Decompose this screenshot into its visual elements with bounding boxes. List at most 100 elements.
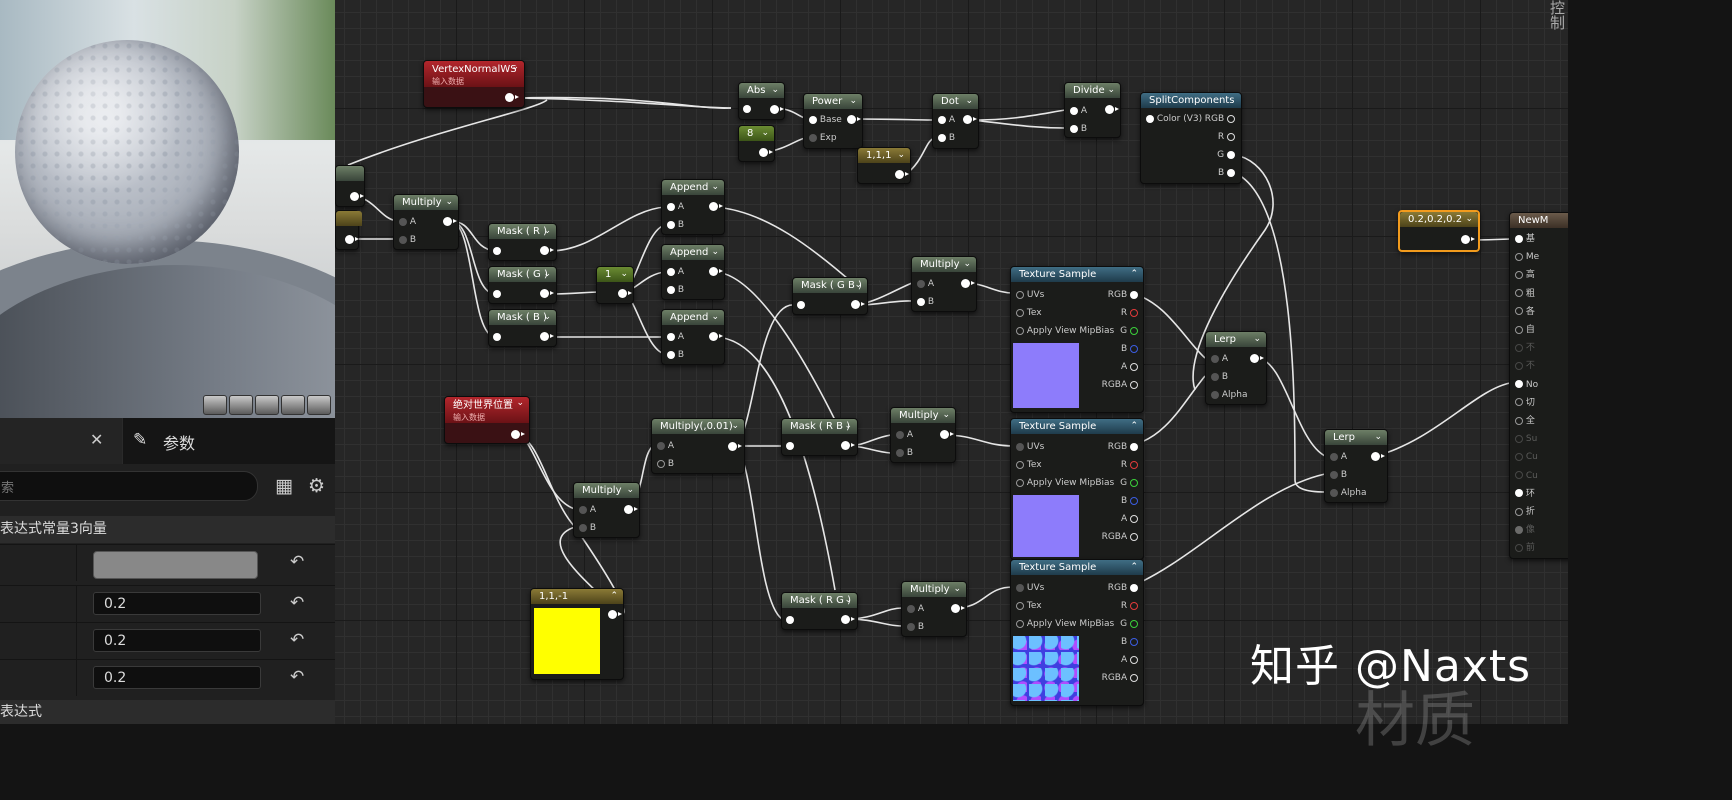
input-pin-base[interactable]: Base [809, 114, 842, 126]
chevron-down-icon[interactable]: ⌄ [543, 226, 551, 236]
node-mask-r[interactable]: Mask ( R )⌄ [488, 223, 557, 261]
node-constant-gray[interactable]: 0.2,0.2,0.2⌄ [1398, 210, 1480, 252]
material-input-pin[interactable]: 切 [1515, 397, 1535, 409]
output-pin[interactable] [618, 289, 632, 298]
output-pin-b[interactable]: B [1121, 343, 1138, 355]
node-multiply-2[interactable]: Multiply⌄ A B [911, 256, 977, 312]
input-pin-a[interactable]: A [917, 278, 934, 290]
output-pin-rgb[interactable]: RGB [1108, 289, 1138, 301]
node-texture-sample-1[interactable]: Texture Sample⌃ UVs Tex Apply View MipBi… [1010, 266, 1144, 413]
mesh-shape-button[interactable] [307, 395, 331, 415]
node-partial-1[interactable] [335, 165, 365, 207]
material-input-pin[interactable]: 自 [1515, 324, 1535, 336]
chevron-down-icon[interactable]: ⌄ [511, 62, 519, 72]
input-pin-uvs[interactable]: UVs [1016, 289, 1044, 301]
chevron-down-icon[interactable]: ⌄ [1374, 432, 1382, 442]
node-append-3[interactable]: Append⌄ A B [661, 309, 725, 365]
input-pin-a[interactable]: A [399, 216, 416, 228]
output-pin-r[interactable]: R [1121, 307, 1138, 319]
chevron-up-icon[interactable]: ⌃ [1130, 421, 1138, 431]
node-divide[interactable]: Divide⌄ A B [1064, 82, 1121, 138]
input-pin-tex[interactable]: Tex [1016, 600, 1042, 612]
input-pin[interactable] [797, 299, 805, 311]
output-pin[interactable] [841, 615, 855, 624]
output-pin-g[interactable]: G [1120, 477, 1138, 489]
chevron-down-icon[interactable]: ⌄ [963, 259, 971, 269]
chevron-down-icon[interactable]: ⌄ [711, 312, 719, 322]
input-pin[interactable] [786, 440, 794, 452]
chevron-down-icon[interactable]: ⌄ [543, 312, 551, 322]
output-pin[interactable] [540, 332, 554, 341]
input-pin-a[interactable]: A [667, 201, 684, 213]
chevron-down-icon[interactable]: ⌄ [445, 197, 453, 207]
output-pin-rgb[interactable]: RGB [1205, 113, 1235, 125]
material-input-pin[interactable]: 不 [1515, 342, 1535, 354]
gear-icon[interactable]: ⚙ [308, 475, 326, 497]
value-field-r[interactable]: 0.2 [93, 592, 261, 615]
chevron-down-icon[interactable]: ⌄ [543, 269, 551, 279]
input-pin-a[interactable]: A [1070, 105, 1087, 117]
material-input-pin[interactable]: 各 [1515, 306, 1535, 318]
reset-icon[interactable]: ↶ [290, 552, 305, 572]
input-pin-mipbias[interactable]: Apply View MipBias [1016, 325, 1114, 337]
input-pin-a[interactable]: A [907, 603, 924, 615]
output-pin-rgb[interactable]: RGB [1108, 582, 1138, 594]
material-input-pin[interactable]: 像 [1515, 524, 1535, 536]
input-pin-b[interactable]: B [399, 234, 416, 246]
close-icon[interactable]: ✕ [90, 430, 104, 449]
input-pin-mipbias[interactable]: Apply View MipBias [1016, 477, 1114, 489]
tab-parameters[interactable]: ✎ 参数 [122, 418, 336, 464]
input-pin[interactable] [493, 245, 501, 257]
input-pin-color[interactable]: Color (V3) [1146, 113, 1202, 125]
input-pin[interactable] [493, 331, 501, 343]
output-pin-g[interactable]: G [1120, 618, 1138, 630]
node-constant-111[interactable]: 1,1,1⌄ [857, 147, 911, 184]
output-pin-b[interactable]: B [1218, 167, 1235, 179]
node-multiply-001[interactable]: Multiply(,0.01)⌄ A B [651, 418, 745, 474]
material-input-pin[interactable]: 基 [1515, 233, 1535, 245]
chevron-up-icon[interactable]: ⌃ [610, 591, 618, 601]
output-pin[interactable] [1461, 235, 1475, 244]
chevron-down-icon[interactable]: ⌄ [1465, 214, 1473, 224]
output-pin[interactable] [540, 246, 554, 255]
input-pin[interactable] [743, 103, 751, 115]
node-append-1[interactable]: Append⌄ A B [661, 179, 725, 235]
output-pin-rgb[interactable]: RGB [1108, 441, 1138, 453]
node-multiply-1[interactable]: Multiply⌄ A B [393, 194, 459, 250]
node-multiply-3[interactable]: Multiply⌄ A B [890, 407, 956, 463]
output-pin-a[interactable]: A [1121, 654, 1138, 666]
input-pin-b[interactable]: B [917, 296, 934, 308]
output-pin[interactable] [770, 105, 784, 114]
input-pin-a[interactable]: A [1330, 451, 1347, 463]
node-split-components[interactable]: SplitComponents Color (V3) RGB R G B [1140, 92, 1242, 184]
input-pin-b[interactable]: B [667, 284, 684, 296]
color-swatch-field[interactable] [93, 551, 258, 579]
input-pin-exp[interactable]: Exp [809, 132, 837, 144]
chevron-down-icon[interactable]: ⌄ [965, 96, 973, 106]
input-pin-a[interactable]: A [896, 429, 913, 441]
output-pin-r[interactable]: R [1218, 131, 1235, 143]
material-input-pin[interactable]: 环 [1515, 488, 1535, 500]
node-mask-gb[interactable]: Mask ( G B )⌄ [792, 277, 868, 315]
input-pin-tex[interactable]: Tex [1016, 307, 1042, 319]
output-pin[interactable] [1371, 452, 1385, 461]
cylinder-shape-button[interactable] [203, 395, 227, 415]
chevron-down-icon[interactable]: ⌄ [731, 421, 739, 431]
cube-shape-button[interactable] [281, 395, 305, 415]
output-pin-g[interactable]: G [1217, 149, 1235, 161]
output-pin-b[interactable]: B [1121, 636, 1138, 648]
output-pin[interactable] [728, 442, 742, 451]
chevron-down-icon[interactable]: ⌄ [771, 85, 779, 95]
input-pin-a[interactable]: A [579, 504, 596, 516]
material-input-pin[interactable]: 高 [1515, 269, 1535, 281]
input-pin-b[interactable]: B [896, 447, 913, 459]
output-pin[interactable] [709, 267, 723, 276]
input-pin-a[interactable]: A [667, 331, 684, 343]
node-mask-b[interactable]: Mask ( B )⌄ [488, 309, 557, 347]
input-pin-b[interactable]: B [1211, 371, 1228, 383]
chevron-down-icon[interactable]: ⌄ [849, 96, 857, 106]
chevron-down-icon[interactable]: ⌄ [620, 269, 628, 279]
output-pin-b[interactable]: B [1121, 495, 1138, 507]
sphere-shape-button[interactable] [229, 395, 253, 415]
